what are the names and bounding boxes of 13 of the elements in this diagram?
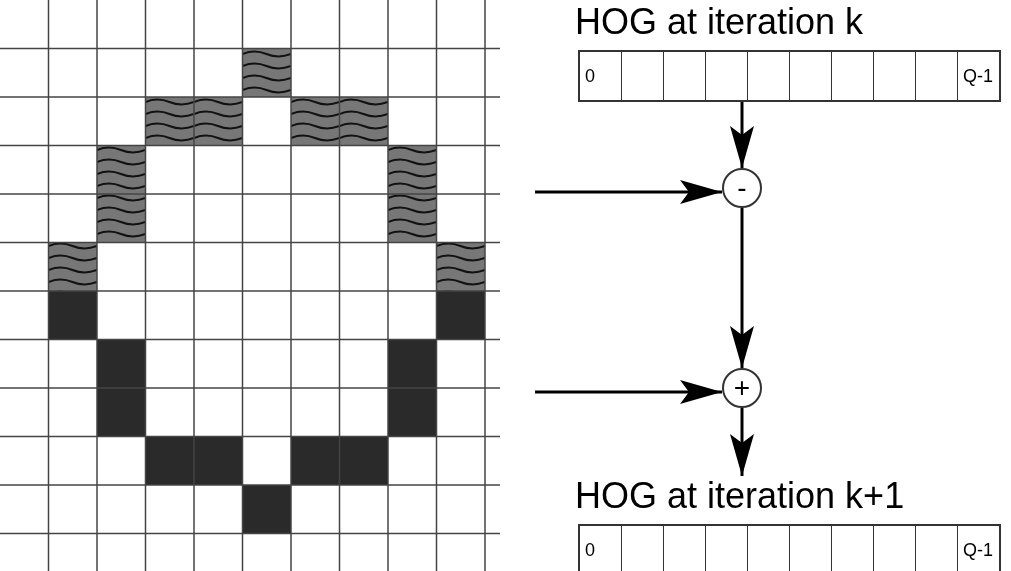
histogram-title: HOG at iteration k	[575, 2, 864, 42]
bin-label: 0	[585, 66, 595, 86]
bin-label: Q-1	[963, 66, 993, 86]
operator-circle: +	[722, 368, 762, 408]
arrow	[535, 380, 722, 404]
arrow	[730, 102, 754, 168]
arrow	[730, 208, 754, 368]
histogram-title: HOG at iteration k+1	[575, 476, 905, 516]
bin-label: Q-1	[963, 540, 993, 560]
operator-circle: -	[722, 168, 762, 208]
arrow	[730, 408, 754, 476]
arrow	[535, 180, 722, 204]
bin-label: 0	[585, 540, 595, 560]
